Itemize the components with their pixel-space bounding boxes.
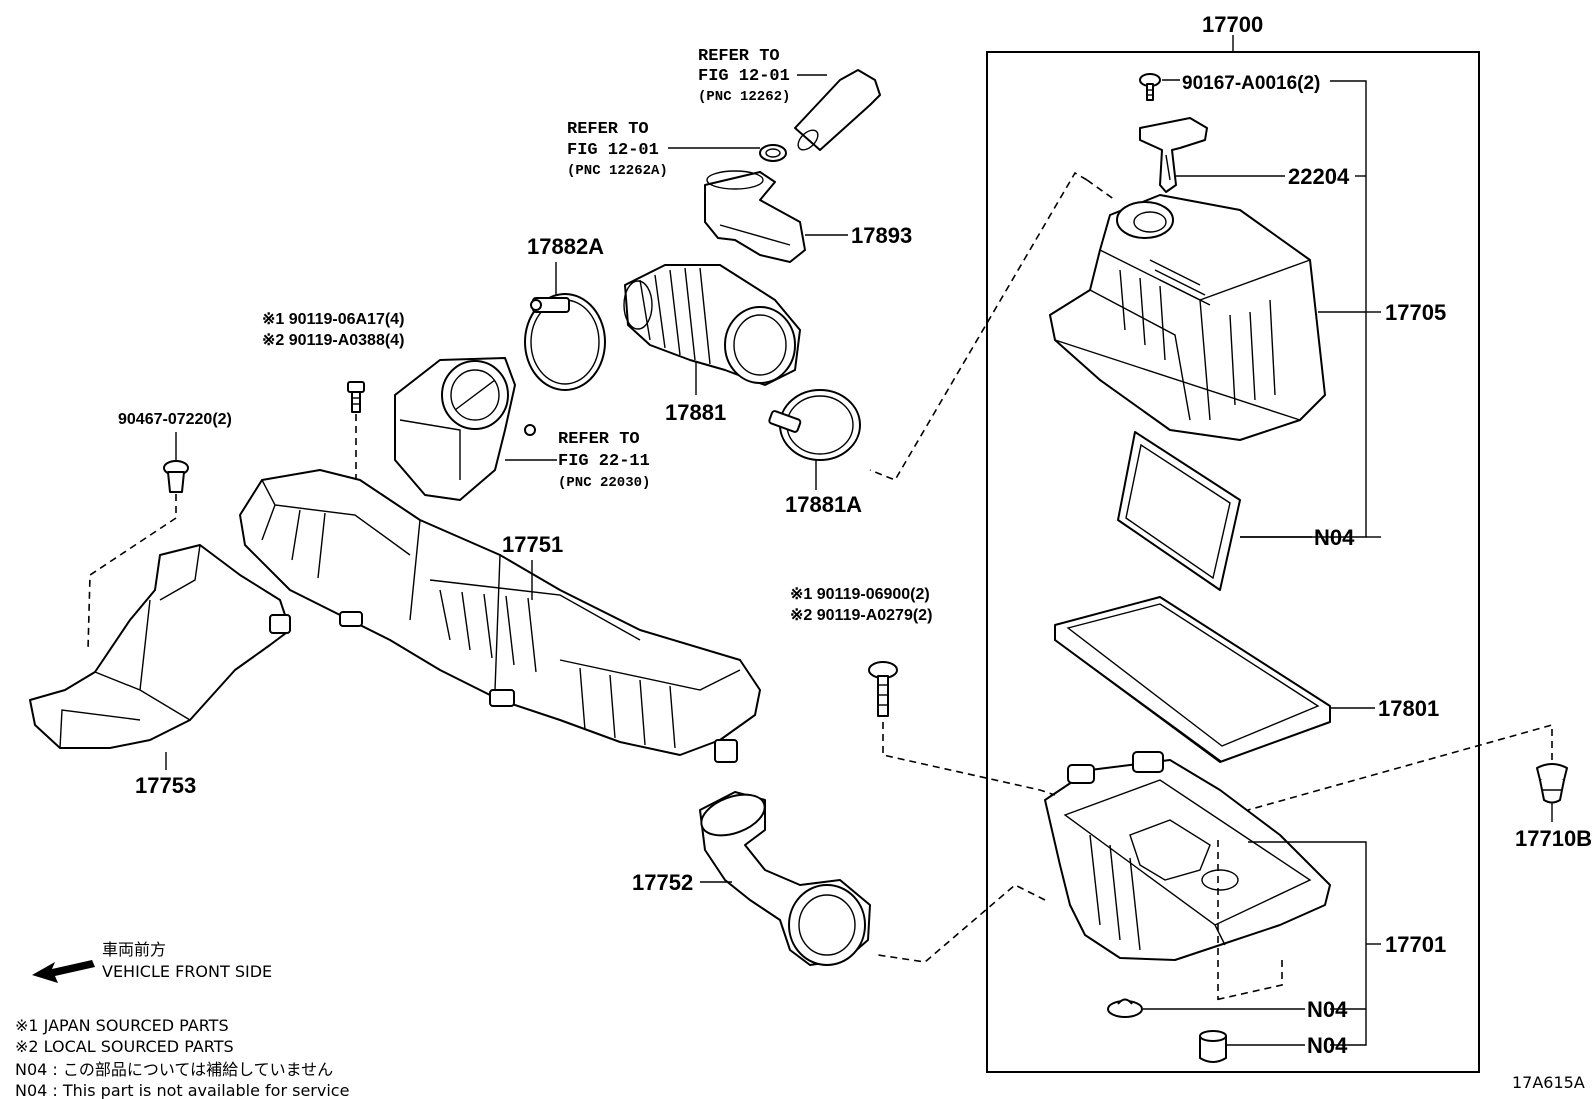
screw-90167[interactable] <box>1139 73 1161 101</box>
part-label-17705[interactable]: 17705 <box>1385 300 1446 325</box>
bolt-label-star1-a[interactable]: ※1 90119-06A17(4) <box>262 311 404 328</box>
hose-clamp-17881a[interactable] <box>768 389 861 461</box>
filter-element-17801[interactable] <box>1054 596 1331 763</box>
intake-duct-17893[interactable] <box>704 170 806 263</box>
hose-clamp-17882a[interactable] <box>524 293 606 391</box>
refer-note-3-line3: (PNC 22030) <box>558 475 650 491</box>
part-label-90167[interactable]: 90167-A0016(2) <box>1182 73 1320 94</box>
refer-note-1-line3: (PNC 12262) <box>698 89 790 105</box>
part-label-90467[interactable]: 90467-07220(2) <box>118 411 232 428</box>
part-label-17700[interactable]: 17700 <box>1202 12 1263 37</box>
bolt-label-star1-b[interactable]: ※1 90119-06900(2) <box>790 586 930 603</box>
air-cleaner-cap-17705[interactable] <box>1049 194 1326 441</box>
air-cleaner-case-17701[interactable] <box>1044 751 1331 961</box>
refer-note-1-line1: REFER TO <box>698 47 780 66</box>
clip-90467[interactable] <box>163 460 189 493</box>
legend-front-en: VEHICLE FRONT SIDE <box>102 962 272 981</box>
part-label-22204[interactable]: 22204 <box>1288 164 1350 189</box>
refer-note-3-line1: REFER TO <box>558 430 640 449</box>
part-label-17710b[interactable]: 17710B <box>1515 826 1592 851</box>
part-label-17701[interactable]: 17701 <box>1385 932 1446 957</box>
refer-note-2-line3: (PNC 12262A) <box>567 163 668 179</box>
air-duct-17751[interactable] <box>239 469 761 763</box>
bolt-label-star2-b[interactable]: ※2 90119-A0279(2) <box>790 607 932 624</box>
part-label-17881[interactable]: 17881 <box>665 400 726 425</box>
grommet-17710b[interactable] <box>1536 763 1568 804</box>
refer-note-2-line2: FIG 12-01 <box>567 141 659 160</box>
part-label-n04-top[interactable]: N04 <box>1314 525 1355 550</box>
part-label-n04-mid[interactable]: N04 <box>1307 997 1348 1022</box>
gasket-n04[interactable] <box>1117 431 1241 591</box>
airflow-sensor-22204[interactable] <box>1139 117 1208 193</box>
part-label-17893[interactable]: 17893 <box>851 223 912 248</box>
throttle-body-22030[interactable] <box>394 357 536 501</box>
part-label-17752[interactable]: 17752 <box>632 870 693 895</box>
legend-note-2: ※2 LOCAL SOURCED PARTS <box>15 1037 234 1056</box>
legend-front-jp: 車両前方 <box>102 940 166 959</box>
refer-note-1-line2: FIG 12-01 <box>698 67 790 86</box>
air-inlet-17753[interactable] <box>29 544 291 749</box>
bolt-90119-b[interactable] <box>868 661 898 717</box>
front-direction-arrow <box>32 960 95 983</box>
hose-12262[interactable] <box>794 69 881 153</box>
part-label-n04-bottom[interactable]: N04 <box>1307 1033 1348 1058</box>
legend-n04-jp: N04 : この部品については補給していません <box>15 1060 333 1079</box>
refer-note-3-line2: FIG 22-11 <box>558 452 650 471</box>
part-label-17801[interactable]: 17801 <box>1378 696 1439 721</box>
part-label-17881a[interactable]: 17881A <box>785 492 862 517</box>
figure-code: 17A615A <box>1512 1073 1585 1092</box>
legend-note-1: ※1 JAPAN SOURCED PARTS <box>15 1016 229 1035</box>
part-label-17753[interactable]: 17753 <box>135 773 196 798</box>
plug-n04-a[interactable] <box>1107 998 1143 1018</box>
refer-note-2-line1: REFER TO <box>567 120 649 139</box>
legend-n04-en: N04 : This part is not available for ser… <box>15 1081 349 1099</box>
part-label-17882a[interactable]: 17882A <box>527 234 604 259</box>
bolt-label-star2-a[interactable]: ※2 90119-A0388(4) <box>262 332 404 349</box>
part-label-17751[interactable]: 17751 <box>502 532 563 557</box>
bolt-90119-a[interactable] <box>347 381 365 413</box>
air-duct-elbow-17752[interactable] <box>696 787 871 966</box>
clip-12262a[interactable] <box>759 144 787 162</box>
plug-n04-b[interactable] <box>1199 1030 1227 1063</box>
intake-hose-17881[interactable] <box>623 264 801 386</box>
